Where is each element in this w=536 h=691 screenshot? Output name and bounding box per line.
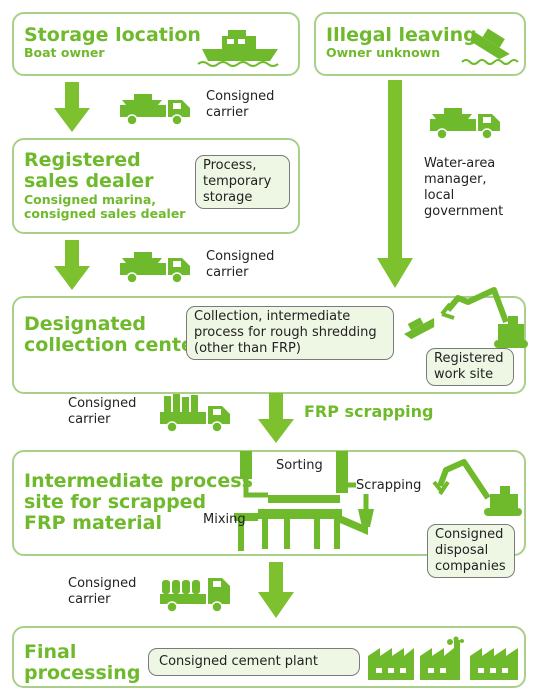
truck-cylinders-icon bbox=[160, 578, 230, 613]
illegal-leaving-title: Illegal leaving bbox=[326, 24, 477, 46]
frp-scrapping-label: FRP scrapping bbox=[304, 402, 434, 421]
arrow-down-long-icon bbox=[377, 80, 413, 288]
arrow-down-icon bbox=[54, 240, 90, 290]
truck-boat-icon bbox=[430, 108, 500, 140]
truck-boat-icon bbox=[120, 94, 190, 126]
truck-crates-icon bbox=[160, 394, 230, 433]
storage-location-title: Storage location bbox=[24, 24, 201, 46]
factory-icon bbox=[368, 636, 518, 680]
cement-plant-tag: Consigned cement plant bbox=[148, 648, 360, 676]
truck-boat-icon bbox=[120, 252, 190, 284]
mixing-label: Mixing bbox=[203, 512, 246, 527]
sales-dealer-sub: Consigned marina,consigned sales dealer bbox=[24, 192, 186, 221]
arrow-down-icon bbox=[258, 562, 294, 618]
excavator-icon bbox=[432, 459, 522, 516]
storage-location-sub: Boat owner bbox=[24, 45, 105, 60]
arrow-down-icon bbox=[54, 82, 90, 132]
illegal-leaving-sub: Owner unknown bbox=[326, 45, 441, 60]
sorting-label: Sorting bbox=[276, 458, 323, 474]
sinking-boat-icon bbox=[461, 28, 519, 65]
crusher-machine-icon bbox=[234, 451, 374, 551]
boat-icon bbox=[197, 30, 279, 67]
scrapping-label: Scrapping bbox=[356, 478, 422, 494]
excavator-icon bbox=[403, 287, 528, 348]
arrow-down-icon bbox=[258, 393, 294, 443]
